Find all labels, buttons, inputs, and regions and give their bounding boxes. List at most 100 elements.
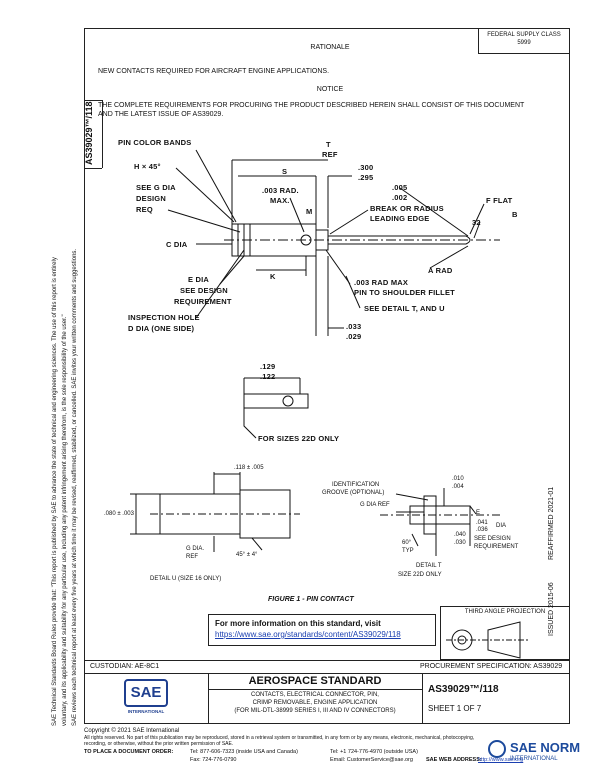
label-d-dia: D DIA (ONE SIDE) [128, 324, 195, 333]
sae-logo-text: SAE [130, 684, 162, 701]
label-dim-036: .036 [476, 527, 488, 533]
label-f-flat: F FLAT [486, 196, 513, 205]
footer-rights-2: recording, or otherwise, without the pri… [84, 741, 234, 747]
label-see-design-2: SEE DESIGN [474, 536, 511, 542]
footer-email: Email: CustomerService@sae.org [330, 757, 413, 763]
label-see-g-dia: SEE G DIA [136, 183, 176, 192]
desc-line-2: CRIMP REMOVABLE, ENGINE APPLICATION [252, 700, 378, 706]
label-dim-002: .002 [392, 193, 408, 202]
info-box: For more information on this standard, v… [208, 614, 436, 646]
footer-copyright: Copyright © 2021 SAE International [84, 728, 180, 734]
label-rad-003: .003 RAD. [262, 186, 299, 195]
footer-web-url[interactable]: http://www.sae.org [478, 757, 524, 763]
pin-tip [328, 235, 471, 245]
label-angle-45: 45° ± 4° [236, 552, 258, 558]
footer-to-place: TO PLACE A DOCUMENT ORDER: [84, 749, 174, 755]
label-c-dia: C DIA [166, 240, 188, 249]
label-dim-300: .300 [358, 163, 374, 172]
label-dim-005: .005 [392, 183, 408, 192]
desc-line-3: (FOR MIL-DTL-38999 SERIES I, III AND IV … [234, 708, 396, 714]
label-dim-122: .122 [260, 372, 276, 381]
label-requirement: REQUIREMENT [174, 297, 232, 306]
standard-link[interactable]: https://www.sae.org/standards/content/AS… [215, 630, 401, 639]
desc-line-1: CONTACTS, ELECTRICAL CONNECTOR, PIN, [251, 692, 379, 698]
footer-tel: Tel: 877-606-7323 (inside USA and Canada… [190, 749, 298, 755]
label-dim-033: .033 [346, 322, 362, 331]
label-a-rad: A RAD [428, 266, 453, 275]
third-angle-box: THIRD ANGLE PROJECTION [440, 606, 570, 660]
label-rad-max-003: .003 RAD MAX [354, 278, 409, 287]
label-dia: DIA [496, 523, 507, 529]
label-dim-32: 32 [472, 218, 481, 227]
third-angle-label: THIRD ANGLE PROJECTION [464, 609, 546, 615]
rationale-title: RATIONALE [310, 44, 350, 51]
label-t-ref: REF [322, 150, 338, 159]
label-g-dia-left: G DIA. [186, 546, 205, 552]
procurement-spec: PROCUREMENT SPECIFICATION: AS39029 [420, 663, 563, 670]
label-m: M [306, 207, 313, 216]
sae-logo: SAE [124, 679, 168, 707]
label-h45: H × 45° [134, 162, 161, 171]
label-dim-295: .295 [358, 173, 374, 182]
doc-number: AS39029™/118 [428, 684, 499, 695]
label-see-detail: SEE DETAIL T, AND U [364, 304, 445, 313]
label-dim-080: .080 ± .003 [104, 511, 134, 517]
label-max: MAX. [270, 196, 290, 205]
figure-caption: FIGURE 1 - PIN CONTACT [268, 596, 354, 603]
label-size-22d: SIZE 22D ONLY [398, 572, 442, 578]
globe-icon [488, 740, 506, 758]
label-b: B [512, 210, 518, 219]
watermark-text: SAE NORM [510, 740, 581, 755]
label-groove-optional: GROOVE (OPTIONAL) [322, 490, 385, 496]
label-dim-029: .029 [346, 332, 362, 341]
notice-title: NOTICE [316, 86, 344, 93]
drawing-frame [84, 28, 570, 724]
label-typ: TYP [402, 548, 414, 554]
label-detail-u: DETAIL U (SIZE 16 ONLY) [150, 576, 222, 582]
custodian: CUSTODIAN: AE-8C1 [90, 663, 160, 670]
label-dim-129: .129 [260, 362, 276, 371]
footer-web: SAE WEB ADDRESS: [426, 757, 482, 763]
issued-date: ISSUED 2015-06 [548, 582, 555, 636]
sheet-number: SHEET 1 OF 7 [428, 704, 482, 713]
label-e: E [476, 510, 481, 516]
label-for-sizes: FOR SIZES 22D ONLY [258, 434, 340, 443]
label-dim-030: .030 [454, 540, 466, 546]
label-identification: IDENTIFICATION [332, 482, 380, 488]
label-k: K [270, 272, 276, 281]
label-pin-color-bands: PIN COLOR BANDS [118, 138, 192, 147]
federal-supply-class-label: FEDERAL SUPPLY CLASS [487, 32, 561, 38]
label-deg-60: 60° [402, 540, 412, 546]
label-requirement-2: REQUIREMENT [474, 544, 519, 550]
watermark-sub: INTERNATIONAL [510, 756, 558, 762]
label-dim-010: .010 [452, 476, 464, 482]
label-req: REQ [136, 205, 153, 214]
sae-logo-sub: INTERNATIONAL [127, 709, 165, 714]
label-e-dia: E DIA [188, 275, 210, 284]
label-detail-t: DETAIL T [416, 563, 442, 569]
label-leading-edge: LEADING EDGE [370, 214, 430, 223]
label-g-dia-ref: G DIA REF [360, 502, 390, 508]
info-text: For more information on this standard, v… [215, 619, 381, 628]
footer-tel-2: Tel: +1 724-776-4970 (outside USA) [330, 749, 418, 755]
federal-supply-class-box: FEDERAL SUPPLY CLASS 5999 [478, 28, 570, 54]
notice-text: THE COMPLETE REQUIREMENTS FOR PROCURING … [98, 102, 525, 118]
label-inspection-hole: INSPECTION HOLE [128, 313, 200, 322]
footer-fax: Fax: 724-776-0790 [190, 757, 237, 763]
label-dim-040: .040 [454, 532, 466, 538]
label-dim-041: .041 [476, 520, 488, 526]
footer-rights: All rights reserved. No part of this pub… [84, 735, 475, 741]
label-ref-left: REF [186, 554, 198, 560]
label-break-or-radius: BREAK OR RADIUS [370, 204, 444, 213]
label-see-design: SEE DESIGN [180, 286, 228, 295]
rationale-text: NEW CONTACTS REQUIRED FOR AIRCRAFT ENGIN… [98, 68, 330, 75]
label-dim-118: .118 ± .005 [234, 465, 264, 471]
federal-supply-class-value: 5999 [517, 40, 531, 46]
standard-title: AEROSPACE STANDARD [248, 675, 382, 687]
label-pin-to-shoulder: PIN TO SHOULDER FILLET [354, 288, 455, 297]
reaffirmed-date: REAFFIRMED 2021-01 [548, 486, 555, 560]
label-dim-004: .004 [452, 484, 464, 490]
label-t: T [326, 140, 331, 149]
label-design: DESIGN [136, 194, 166, 203]
